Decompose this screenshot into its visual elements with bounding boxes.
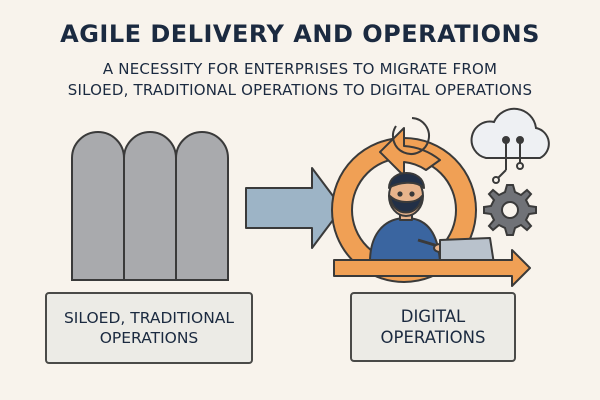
left-box-line-1: SILOED, TRADITIONAL xyxy=(63,308,235,327)
silo-icon xyxy=(71,131,125,281)
right-arrow-icon xyxy=(245,167,343,249)
cloud-network-icon xyxy=(470,107,550,184)
silo-icon xyxy=(175,131,229,281)
right-box-line-1: DIGITAL xyxy=(400,306,466,326)
silo-icon xyxy=(123,131,177,281)
digital-operations-box: DIGITAL OPERATIONS xyxy=(350,292,516,362)
right-box-line-2: OPERATIONS xyxy=(380,328,486,347)
subtitle-line-2: SILOED, TRADITIONAL OPERATIONS TO DIGITA… xyxy=(67,81,533,99)
subtitle-line-1: A NECESSITY FOR ENTERPRISES TO MIGRATE F… xyxy=(102,60,498,78)
page-title: AGILE DELIVERY AND OPERATIONS xyxy=(60,20,540,48)
silos xyxy=(71,131,229,281)
timeline-arrow-icon xyxy=(333,249,531,287)
siloed-traditional-operations-box: SILOED, TRADITIONAL OPERATIONS xyxy=(45,292,253,364)
left-box-line-2: OPERATIONS xyxy=(99,329,199,347)
gear-icon xyxy=(483,184,537,236)
